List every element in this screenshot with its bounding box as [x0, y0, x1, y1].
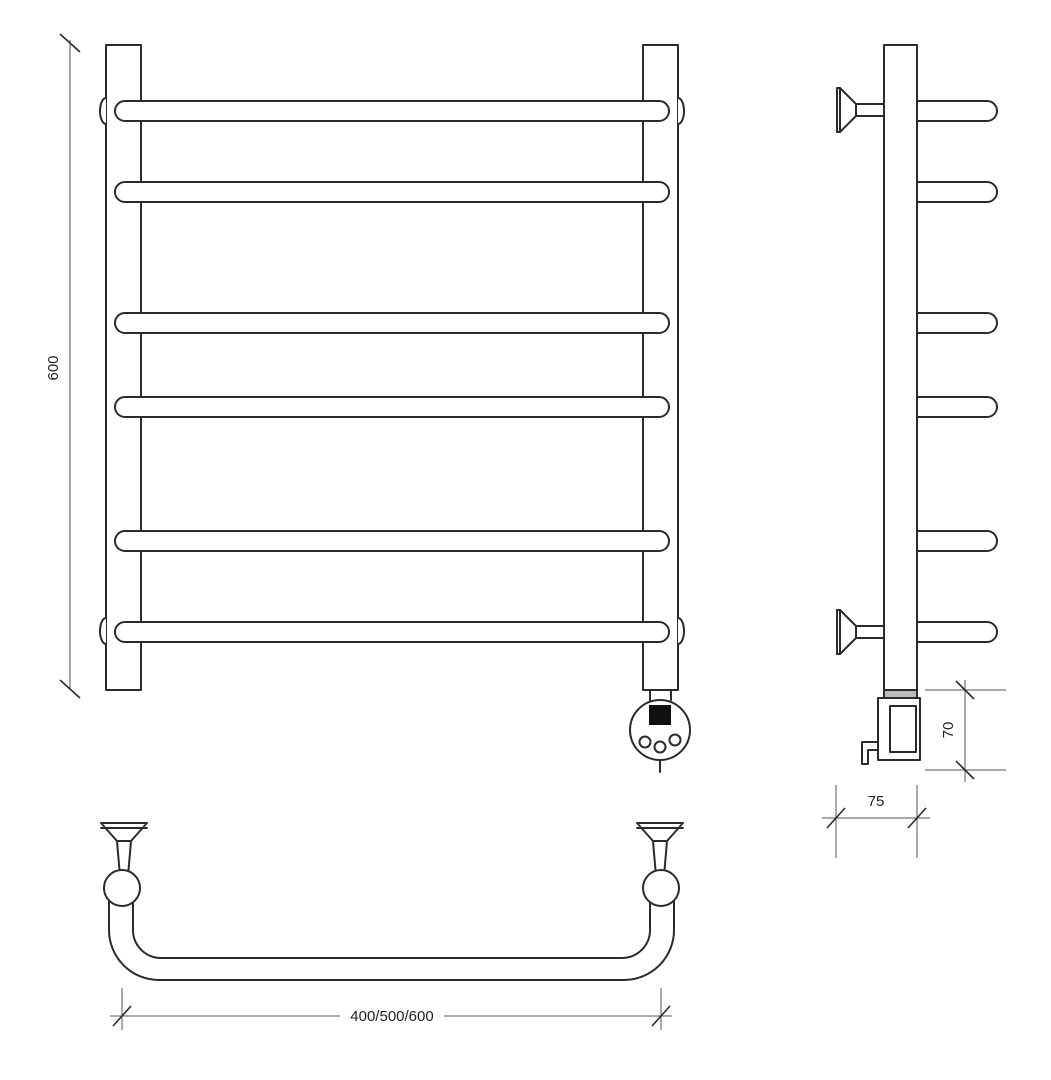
- controller-button-right-icon: [668, 733, 682, 747]
- front-rung-6: [114, 621, 670, 643]
- front-left-post: [105, 44, 142, 691]
- top-bracket-right-ball: [642, 869, 680, 907]
- front-rung-3: [114, 312, 670, 334]
- controller-button-left-icon: [638, 735, 652, 749]
- front-rung-2: [114, 181, 670, 203]
- side-controller: [861, 689, 921, 765]
- width-dimension-label: 400/500/600: [350, 1008, 433, 1025]
- front-rung-5: [114, 530, 670, 552]
- front-right-post: [642, 44, 679, 691]
- front-bracket-stud-top-left: [99, 97, 107, 125]
- width-dimension: 400/500/600: [110, 988, 672, 1030]
- side-rung-6: [899, 621, 998, 643]
- front-bracket-stud-bottom-right: [677, 617, 685, 645]
- top-tube-outer: [108, 887, 675, 981]
- front-view: 600: [45, 33, 691, 773]
- controller-height-dimension-label: 70: [940, 722, 957, 739]
- controller-display-icon: [649, 705, 671, 725]
- front-rung-4: [114, 396, 670, 418]
- side-rung-2: [899, 181, 998, 203]
- top-bracket-left-ball: [103, 869, 141, 907]
- top-bracket-right: [636, 822, 684, 907]
- top-bracket-left: [100, 822, 148, 907]
- side-bracket-top: [836, 87, 885, 133]
- depth-dimension-label: 75: [868, 793, 885, 810]
- side-post: [883, 44, 918, 691]
- side-rung-1: [899, 100, 998, 122]
- heater-controller: [629, 689, 691, 773]
- controller-button-middle-icon: [653, 740, 667, 754]
- front-bracket-stud-bottom-left: [99, 617, 107, 645]
- side-rung-4: [899, 396, 998, 418]
- side-rung-3: [899, 312, 998, 334]
- top-view: 400/500/600: [100, 822, 684, 1030]
- top-tube-inner: [132, 887, 651, 959]
- side-rung-5: [899, 530, 998, 552]
- front-bracket-stud-top-right: [677, 97, 685, 125]
- controller-height-dimension: 70: [925, 680, 1006, 782]
- depth-dimension: 75: [822, 785, 930, 858]
- height-dimension: 600: [45, 33, 81, 699]
- side-controller-plug-icon: [861, 741, 879, 765]
- front-rung-1: [114, 100, 670, 122]
- side-bracket-bottom: [836, 609, 885, 655]
- side-view: 75 70: [822, 44, 1006, 858]
- height-dimension-label: 600: [45, 355, 62, 380]
